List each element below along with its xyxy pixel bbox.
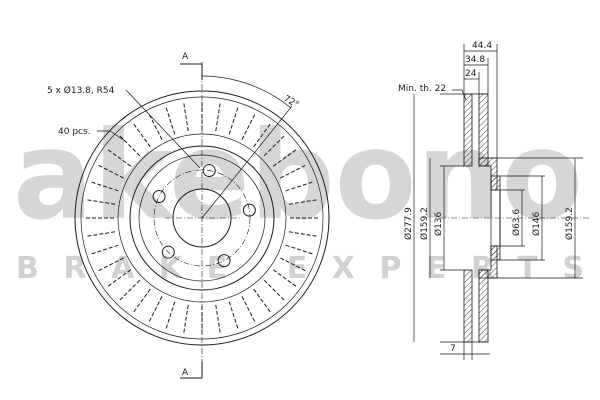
vent-slot <box>86 199 116 205</box>
vent-slot <box>280 257 307 272</box>
vent-slot <box>97 164 124 179</box>
vent-slot <box>183 102 189 132</box>
vent-slot <box>90 244 119 255</box>
vent-slot <box>263 279 286 302</box>
vent-slot <box>97 257 124 272</box>
dim-34-8: 34.8 <box>465 55 485 65</box>
vent-slot <box>288 231 318 237</box>
hat-offset-dimension: 7 <box>440 342 490 360</box>
upper-outer-friction-ring <box>463 93 473 167</box>
vent-slot <box>285 244 314 255</box>
vent-slot <box>118 279 141 302</box>
dia-146: Ø146 <box>531 211 542 236</box>
vent-slot <box>241 113 256 140</box>
angle-ray <box>201 105 293 219</box>
vent-slot <box>253 288 272 313</box>
dia-136: Ø136 <box>433 211 444 236</box>
watermark-tagline: BRAKE EXPERTS <box>16 251 584 286</box>
hub-flange-upper <box>490 175 501 191</box>
vent-slot <box>288 199 318 205</box>
vent-slot <box>215 304 221 334</box>
vent-callout: 40 pcs. <box>58 127 126 142</box>
vent-slot <box>107 269 132 288</box>
dim-24: 24 <box>465 69 477 79</box>
vent-slot <box>148 113 163 140</box>
dia-159-2-right: Ø159.2 <box>564 207 575 240</box>
dia-277-9: Ø277.9 <box>403 207 414 240</box>
dim-7: 7 <box>450 344 456 354</box>
bolt-hole <box>161 245 175 259</box>
vent-slot <box>263 134 286 157</box>
vent-slot <box>165 106 176 135</box>
hub-flange-lower <box>490 245 501 261</box>
vent-slot <box>285 181 314 192</box>
lower-outer-friction-ring <box>463 269 473 343</box>
vent-slot <box>241 296 256 323</box>
vent-slots <box>85 101 319 335</box>
vent-slot <box>132 123 151 148</box>
vent-slot <box>280 164 307 179</box>
min-thickness-label: Min. th. 22 <box>398 84 446 94</box>
bolt-hole <box>152 190 166 204</box>
vent-slot <box>165 301 176 330</box>
diameter-dimensions: Ø277.9 Ø159.2 Ø136 Ø63.6 Ø146 Ø159.2 <box>403 94 576 342</box>
vent-slot <box>90 181 119 192</box>
vent-slot <box>228 301 239 330</box>
vent-slot <box>148 296 163 323</box>
bolt-hole <box>202 164 216 178</box>
section-marker-top: A <box>180 52 203 80</box>
vent-slot <box>272 148 297 167</box>
dim-44-4: 44.4 <box>472 41 492 51</box>
upper-inner-friction-ring <box>478 93 489 167</box>
vent-slot <box>107 148 132 167</box>
section-marker-bottom: A <box>180 362 203 379</box>
bolt-hole <box>217 254 231 268</box>
vent-slot <box>183 304 189 334</box>
vent-slot <box>272 269 297 288</box>
vent-count-label: 40 pcs. <box>58 127 91 137</box>
vent-slot <box>228 106 239 135</box>
section-label-bottom: A <box>182 368 189 378</box>
vent-slot <box>118 134 141 157</box>
disc-section-view <box>440 93 590 343</box>
width-dimensions: 44.4 34.8 24 Min. th. 22 <box>398 41 498 158</box>
dia-159-2-left: Ø159.2 <box>419 207 430 240</box>
bolt-hole-label: 5 x Ø13.8, R54 <box>47 85 115 96</box>
bolt-hole-callout: 5 x Ø13.8, R54 <box>47 85 201 169</box>
vent-slot <box>215 102 221 132</box>
lower-inner-friction-ring <box>478 269 489 343</box>
bolt-hole <box>242 203 256 217</box>
vent-slot <box>132 288 151 313</box>
disc-front-view <box>74 62 330 370</box>
dia-63-6: Ø63.6 <box>511 209 522 236</box>
vent-slot <box>86 231 116 237</box>
section-label-top: A <box>182 52 189 62</box>
vent-slot <box>253 123 272 148</box>
bolt-holes <box>152 164 256 268</box>
angle-arc <box>201 75 292 109</box>
